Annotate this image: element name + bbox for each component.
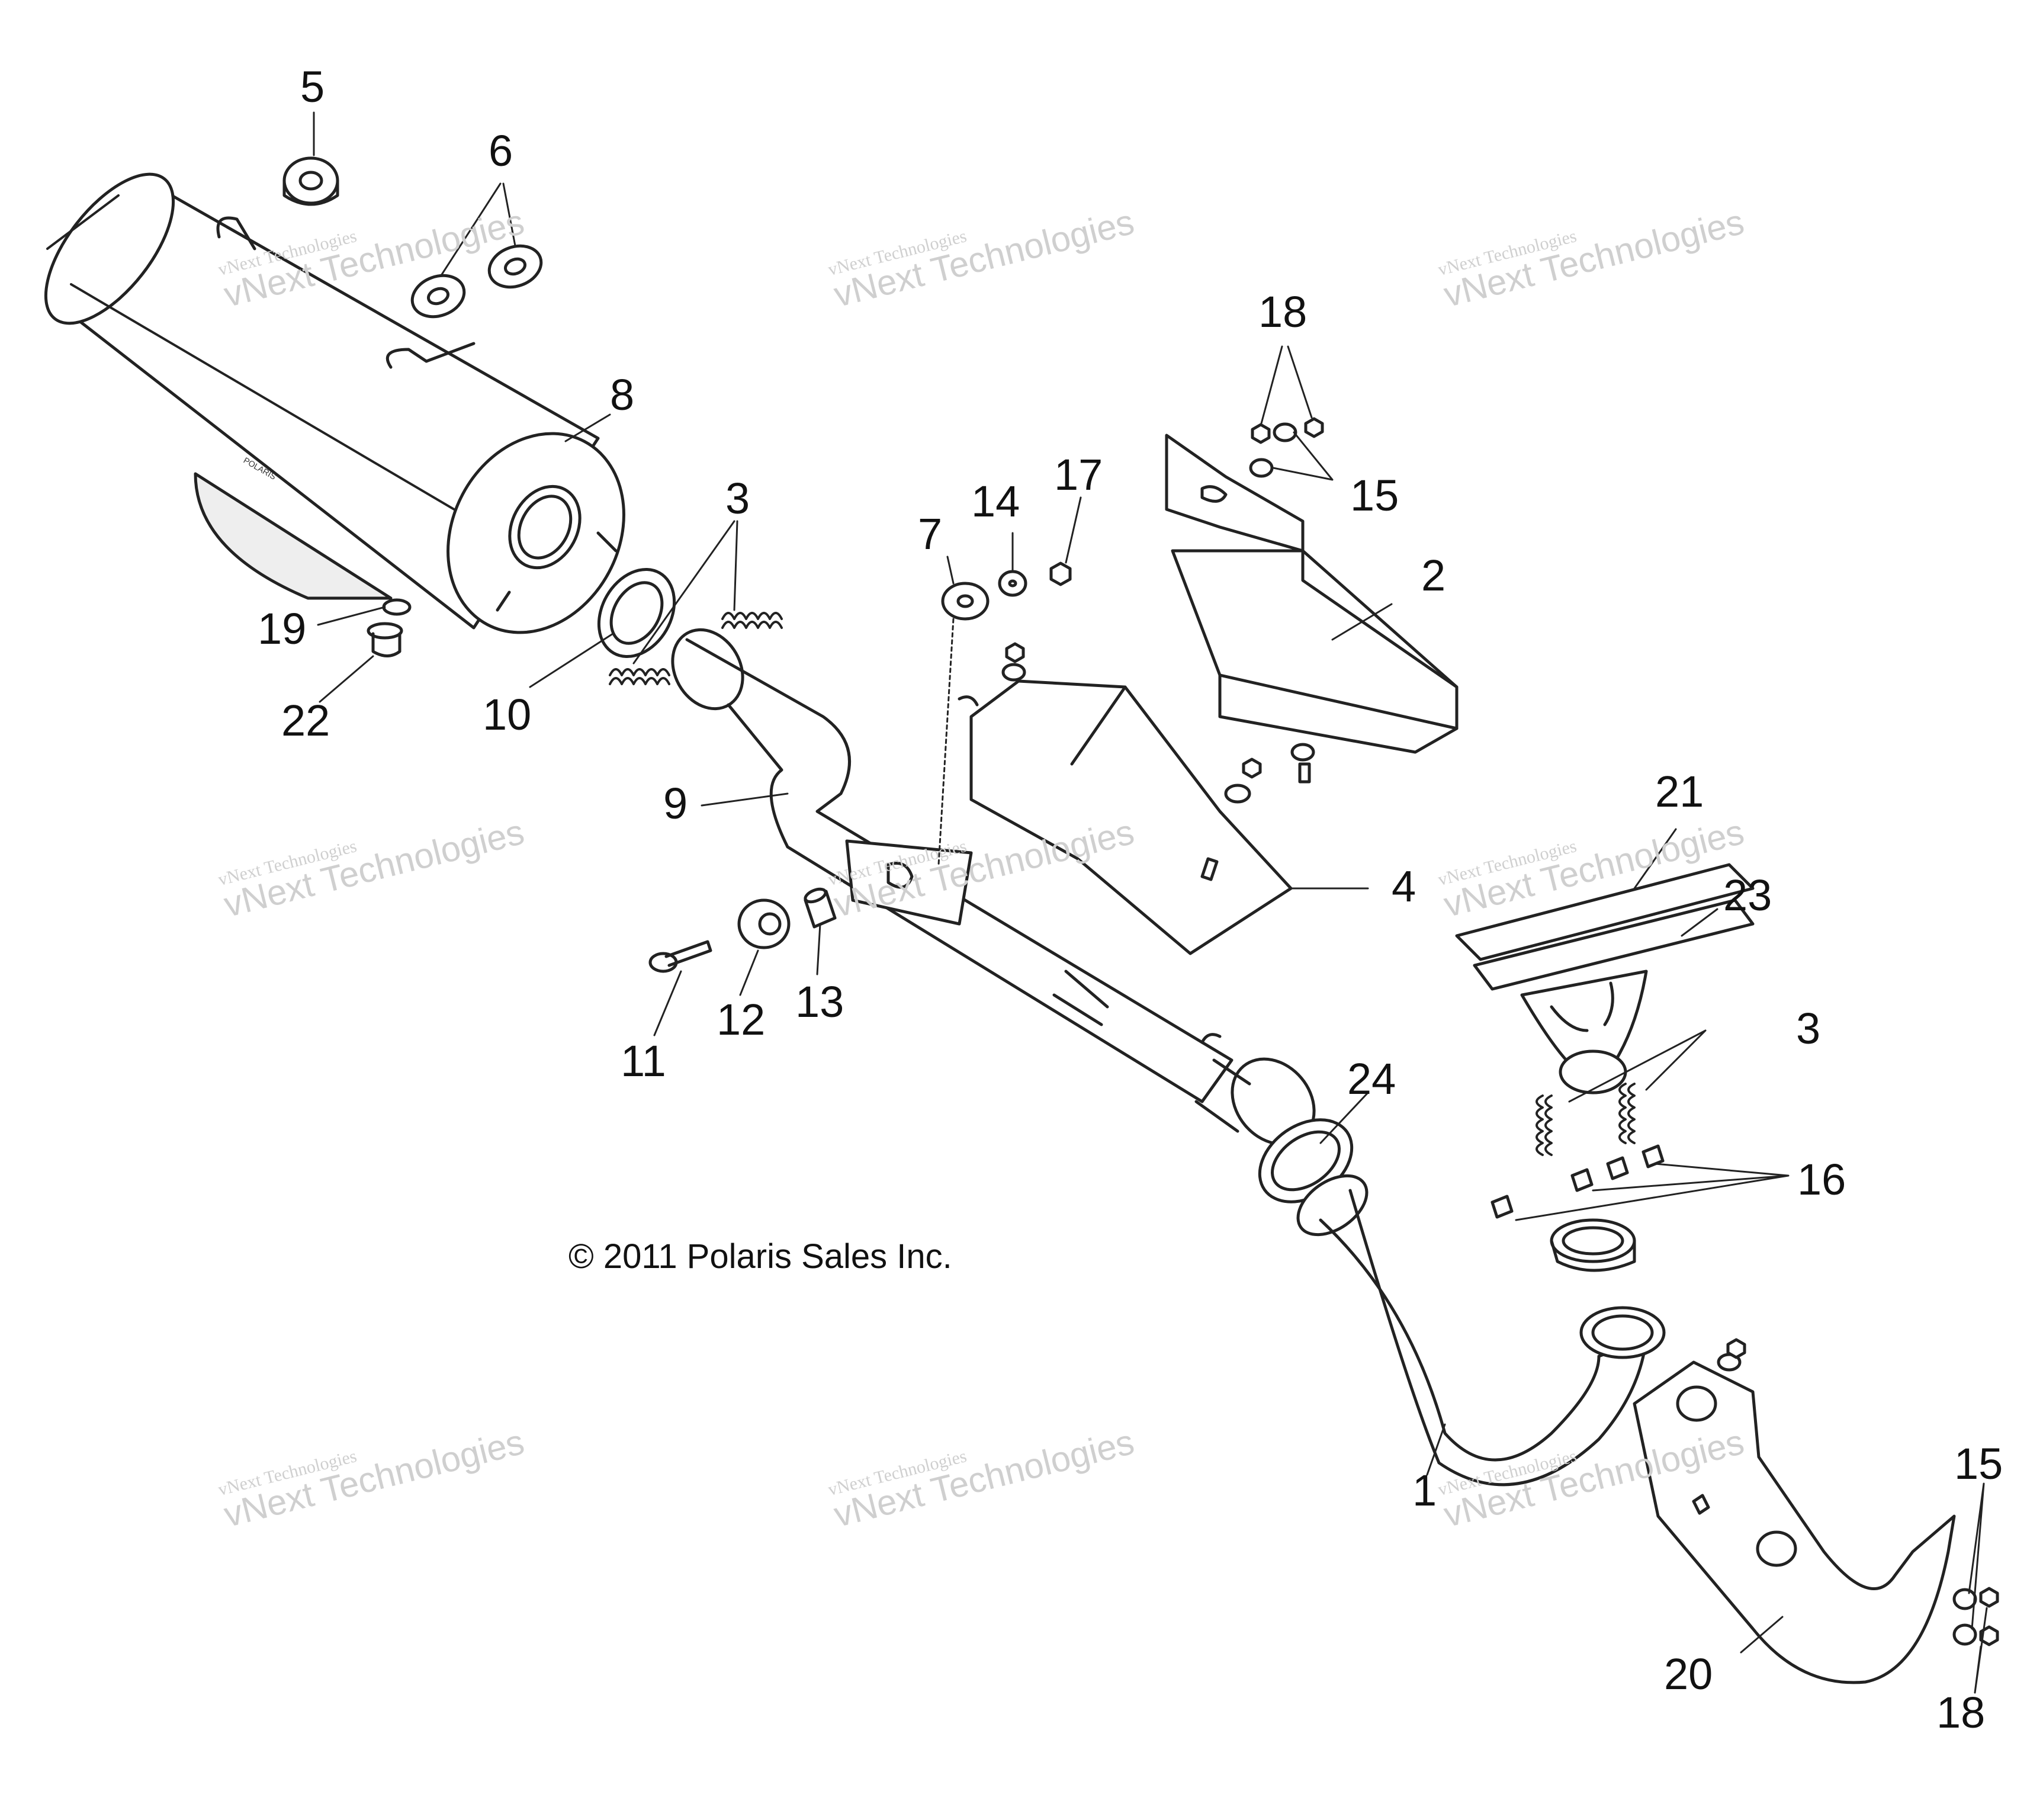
callout-21: 21 — [1655, 767, 1704, 816]
callout-20: 20 — [1664, 1649, 1713, 1699]
callout-8: 8 — [610, 370, 635, 419]
leader-lines — [313, 111, 1988, 1694]
callout-23: 23 — [1723, 871, 1772, 920]
grommet-5 — [282, 156, 339, 206]
callout-10: 10 — [483, 690, 532, 739]
springs-3-upper — [609, 612, 783, 685]
callout-15-bottom: 15 — [1954, 1439, 2003, 1488]
flange-gasket-21 — [1455, 863, 1755, 961]
bolt-22 — [367, 622, 403, 657]
springs-3-lower — [1536, 1083, 1636, 1156]
callout-19: 19 — [258, 604, 307, 653]
front-pipe-1 — [1296, 1174, 1666, 1487]
callout-1: 1 — [1412, 1466, 1437, 1515]
muffler: POLARIS — [44, 172, 625, 634]
nut-17 — [1049, 561, 1072, 586]
sleeve-13 — [804, 887, 837, 929]
callout-5: 5 — [300, 62, 325, 111]
washer-7 — [941, 582, 990, 621]
callout-11: 11 — [621, 1036, 666, 1086]
bolts-18-top — [1249, 417, 1324, 478]
callout-9: 9 — [663, 779, 688, 828]
callout-18-bottom: 18 — [1936, 1688, 1986, 1737]
heat-shield-20 — [1633, 1360, 1956, 1684]
callout-2: 2 — [1421, 551, 1446, 600]
grommet-6b — [487, 244, 543, 289]
callout-18-top: 18 — [1258, 287, 1308, 336]
pipe-9 — [671, 628, 1316, 1146]
callout-6: 6 — [489, 126, 513, 175]
callout-16: 16 — [1797, 1155, 1846, 1204]
callout-17: 17 — [1054, 450, 1103, 499]
manifold-23 — [1473, 898, 1755, 1094]
washer-19 — [382, 598, 412, 616]
bolts-16 — [1491, 1144, 1665, 1219]
gasket-10 — [597, 567, 676, 659]
callout-3-lower: 3 — [1796, 1004, 1821, 1053]
hardware-20 — [1717, 1338, 1999, 1646]
grommet-6a — [410, 274, 466, 319]
callout-13: 13 — [795, 977, 844, 1026]
callout-12: 12 — [717, 995, 766, 1044]
bracket-2 — [1165, 434, 1459, 754]
callout-3-upper: 3 — [725, 474, 750, 523]
washer-14 — [998, 570, 1027, 597]
copyright-notice: © 2011 Polaris Sales Inc. — [568, 1237, 952, 1276]
callout-24: 24 — [1347, 1054, 1396, 1103]
grommet-12 — [737, 898, 791, 949]
bolt-11 — [648, 940, 712, 973]
callout-22: 22 — [281, 696, 330, 745]
leader-dashed-7 — [937, 618, 955, 866]
callout-15-top: 15 — [1350, 471, 1399, 520]
callout-4: 4 — [1392, 862, 1416, 911]
hardware-misc — [1001, 642, 1315, 804]
callout-7: 7 — [918, 509, 943, 558]
callout-14: 14 — [971, 477, 1020, 526]
